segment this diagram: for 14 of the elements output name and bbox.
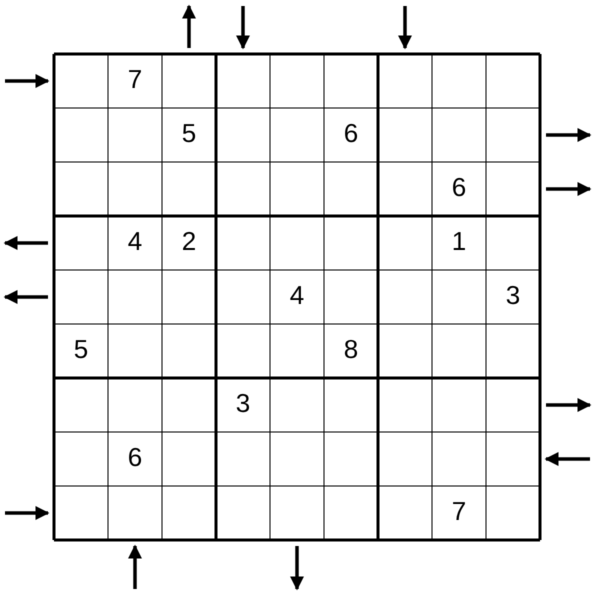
- given-digit: 4: [126, 226, 144, 256]
- given-digit: 7: [450, 496, 468, 526]
- given-digit: 6: [450, 172, 468, 202]
- given-digit: 5: [180, 118, 198, 148]
- given-digit: 6: [342, 118, 360, 148]
- given-digit: 7: [126, 64, 144, 94]
- given-digit: 8: [342, 334, 360, 364]
- given-digit: 6: [126, 442, 144, 472]
- given-digit: 1: [450, 226, 468, 256]
- given-digit: 3: [234, 388, 252, 418]
- given-digit: 2: [180, 226, 198, 256]
- given-digit: 4: [288, 280, 306, 310]
- given-digit: 5: [72, 334, 90, 364]
- given-digit: 3: [504, 280, 522, 310]
